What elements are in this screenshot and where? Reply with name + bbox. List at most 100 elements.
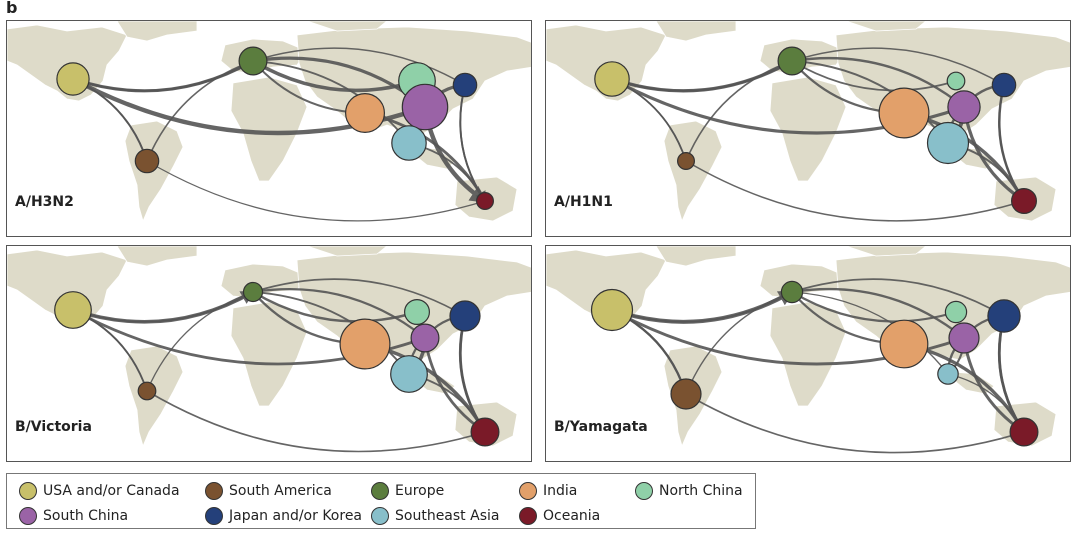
migration-arrow [684,393,1025,454]
continent-shape [230,301,308,407]
migration-arrow [251,278,466,317]
continent-shape [663,120,723,223]
migration-arrow [790,54,966,109]
legend-label: South America [229,483,332,499]
continent-shape [655,21,737,42]
region-node-jpk [452,72,478,98]
migration-arrow [251,290,419,323]
migration-arrow [790,290,958,323]
continent-shape [306,246,388,257]
legend-label: India [543,483,578,499]
continent-shape [306,21,388,32]
legend: USA and/or Canada South America Europe I… [6,473,756,529]
region-node-jpk [991,72,1017,98]
migration-arrow [790,57,949,144]
region-node-eur [238,46,268,76]
migration-arrow [790,47,1005,86]
legend-label: USA and/or Canada [43,483,180,499]
migration-arrow [685,291,793,396]
legend-swatch [519,507,537,525]
region-node-sea [390,355,428,393]
region-node-sch [401,83,449,131]
region-node-nch [944,300,968,324]
region-node-oce [1009,417,1039,447]
continent-shape [116,21,198,42]
migration-arrow [685,60,793,163]
migration-arrow [71,59,256,93]
legend-swatch [519,482,537,500]
region-node-ind [878,87,930,139]
legend-swatch [371,482,389,500]
panel-title: B/Victoria [15,419,92,435]
legend-item: Japan and/or Korea [205,507,362,525]
region-node-usa [54,291,92,329]
region-node-sch [410,323,440,353]
migration-arrow [997,83,1026,203]
migration-arrow [146,60,254,163]
migration-arrow [250,59,419,93]
region-node-sam [670,378,702,410]
continent-shape [230,76,308,182]
region-node-sam [677,152,696,171]
migration-arrow [684,160,1025,222]
region-node-ind [345,92,386,133]
legend-item: India [519,482,577,500]
node-layer [594,46,1038,215]
region-node-usa [56,62,90,96]
legend-label: Japan and/or Korea [229,508,363,524]
legend-swatch [371,507,389,525]
migration-arrow [459,83,486,202]
land-layer [7,246,531,448]
region-node-sam [137,381,157,401]
continent-shape [845,246,927,257]
region-node-nch [946,71,966,91]
region-node-eur [242,281,264,303]
map-panel-b-yamagata: B/Yamagata [545,245,1071,462]
migration-arrow [251,288,410,375]
figure-label: b [6,0,18,17]
migration-arrow [251,47,466,86]
map-panel-h3n2: A/H3N2 [6,20,532,237]
continent-shape [769,301,847,407]
map-panel-h1n1: A/H1N1 [545,20,1071,237]
land-layer [546,21,1070,223]
region-node-sea [926,121,970,165]
region-node-ind [339,318,391,370]
region-node-jpk [987,299,1021,333]
continent-shape [116,246,198,267]
migration-arrow [146,291,254,392]
migration-arrow [71,290,256,324]
region-node-sea [391,125,427,161]
map-canvas [546,246,1070,454]
land-layer [7,21,531,223]
region-node-usa [594,61,630,97]
continent-shape [7,24,128,102]
region-node-usa [590,288,634,332]
migration-arrow [145,390,486,453]
region-node-nch [404,298,431,325]
migration-arrow [790,60,957,92]
migration-arrow [790,278,1005,317]
panel-title: A/H3N2 [15,194,74,210]
region-node-eur [777,46,807,76]
map-canvas [7,246,531,453]
migration-arrow [251,286,427,340]
legend-item: Southeast Asia [371,507,499,525]
continent-shape [845,21,927,32]
legend-swatch [19,482,37,500]
continent-shape [769,76,847,182]
region-node-jpk [449,300,481,332]
map-canvas [7,21,531,223]
migration-arrow [790,286,966,340]
legend-label: Southeast Asia [395,508,500,524]
migration-arrow [251,57,410,144]
node-layer [54,281,500,447]
legend-item: North China [635,482,743,500]
legend-swatch [205,482,223,500]
panel-title: B/Yamagata [554,419,648,435]
map-canvas [546,21,1070,223]
node-layer [590,280,1039,447]
legend-label: Europe [395,483,445,499]
migration-arrow [790,289,949,375]
legend-swatch [635,482,653,500]
